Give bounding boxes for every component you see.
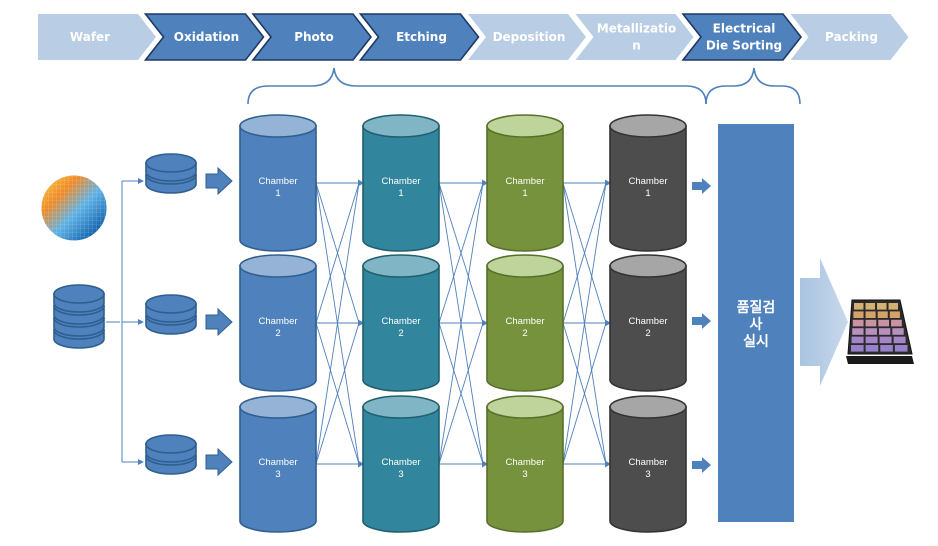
to-quality-check-arrows [692,178,711,473]
chamber-label: Chamber [505,457,544,468]
wafer-lot-stack-icon [145,153,197,194]
chamber-grid: Chamber1Chamber2Chamber3Chamber1Chamber2… [239,114,687,533]
quality-check-label-line-2: 사 [750,317,763,333]
quality-check-label-line-1: 품질검 [737,299,776,316]
chamber-label: Chamber [381,176,420,187]
process-step-label: Deposition [493,30,566,44]
wafer-lot-stack-icon [145,294,197,335]
chamber-connectors [106,178,611,468]
chamber-number: 3 [645,469,650,480]
chamber-number: 2 [275,328,280,339]
process-step-4 [358,13,480,61]
process-step-label: Die Sorting [706,39,782,53]
chamber-number: 1 [275,188,280,199]
process-step-label: Etching [396,30,447,44]
chamber-label: Chamber [505,176,544,187]
chamber-label: Chamber [258,316,297,327]
chamber-label: Chamber [628,176,667,187]
chamber-label: Chamber [628,457,667,468]
process-step-label: Electrical [713,22,776,36]
wafer-icon [38,172,110,244]
chamber-label: Chamber [258,176,297,187]
feed-arrow [205,447,233,477]
process-step-1 [38,14,156,60]
chamber-label: Chamber [381,457,420,468]
process-step-label: n [632,39,641,53]
process-step-label: Photo [294,30,334,44]
chamber-number: 1 [645,188,650,199]
chamber-number: 1 [522,188,527,199]
process-step-2 [143,13,265,61]
chamber-number: 1 [398,188,403,199]
chamber-label: Chamber [628,316,667,327]
wafer-lot-stacks [53,153,197,475]
chamber-number: 2 [398,328,403,339]
process-step-6 [575,14,694,60]
process-step-label: Metallizatio [597,22,676,36]
chamber-number: 3 [275,469,280,480]
process-step-label: Oxidation [174,30,239,44]
process-step-7 [681,13,803,61]
packaged-chip-tray-icon [846,299,914,364]
chamber-number: 3 [398,469,403,480]
chamber-label: Chamber [381,316,420,327]
process-step-5 [468,14,586,60]
chamber-label: Chamber [258,457,297,468]
wafer-lot-stack-icon [53,284,105,349]
to-qc-arrow [692,178,711,194]
process-step-3 [251,13,373,61]
quality-check-label-line-3: 실시 [743,334,769,350]
to-qc-arrow [692,313,711,329]
feed-arrow [205,307,233,337]
chamber-number: 2 [522,328,527,339]
process-step-bar: Wafer Oxidation Photo Etching Deposition Meta… [38,13,909,61]
process-step-label: Wafer [70,30,110,44]
stage-bracket [247,67,801,105]
to-qc-arrow [692,457,711,473]
wafer-lot-stack-icon [145,434,197,475]
feed-arrow [205,166,233,196]
feed-arrows [205,166,233,477]
process-step-label: Packing [825,30,878,44]
output-arrow [800,258,848,386]
chamber-number: 2 [645,328,650,339]
process-step-8 [790,14,909,60]
chamber-label: Chamber [505,316,544,327]
chamber-number: 3 [522,469,527,480]
quality-check-box: 품질검 사 실시 [718,124,794,522]
